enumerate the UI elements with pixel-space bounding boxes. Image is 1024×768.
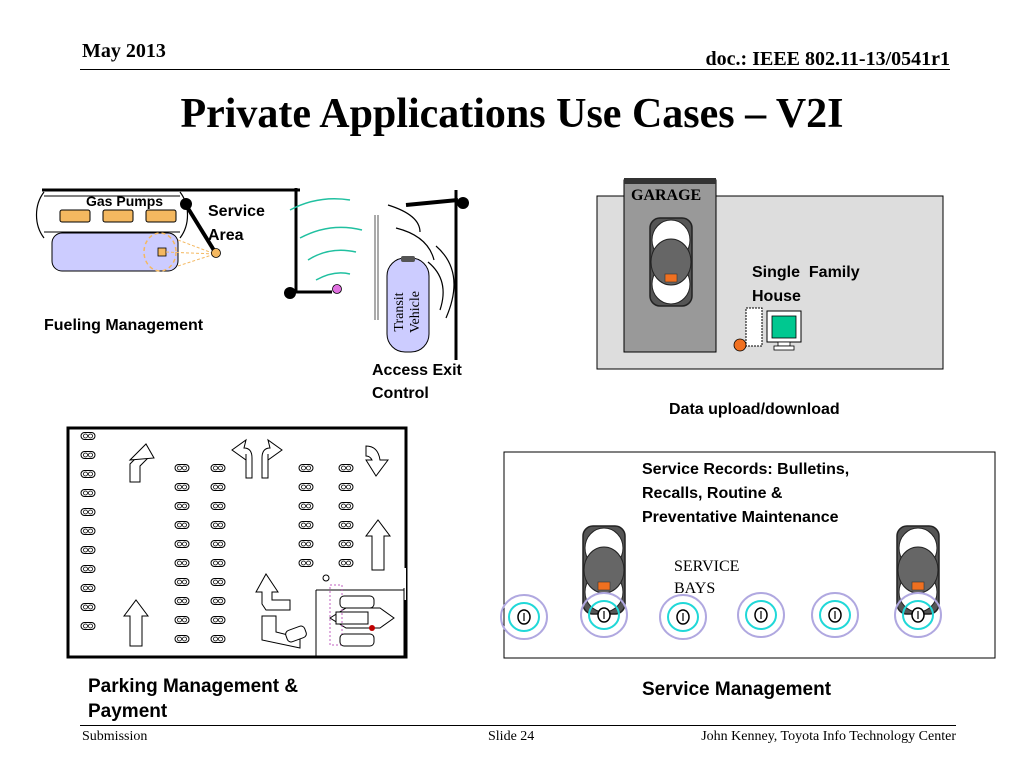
data-upload-caption: Data upload/download xyxy=(669,401,840,418)
service-records-line2: Recalls, Routine & xyxy=(642,485,783,502)
parked-car xyxy=(210,502,226,510)
parked-car xyxy=(80,489,96,497)
parked-car xyxy=(298,521,314,529)
parked-car xyxy=(174,578,190,586)
fueling-management-caption: Fueling Management xyxy=(44,317,204,334)
parking-illustration xyxy=(66,426,408,659)
parking-caption-line1: Parking Management & xyxy=(88,676,299,697)
parked-car xyxy=(80,508,96,516)
parked-car xyxy=(338,483,354,491)
transit-vehicle-line2: Vehicle xyxy=(408,291,423,333)
parked-car xyxy=(80,584,96,592)
service-bays-line1: SERVICE xyxy=(674,558,740,575)
page-title: Private Applications Use Cases – V2I xyxy=(180,91,844,137)
parked-car xyxy=(174,559,190,567)
house-label-line1: Single Family xyxy=(752,264,860,281)
header-doc-id: doc.: IEEE 802.11-13/0541r1 xyxy=(705,48,950,70)
footer-slide-number: Slide 24 xyxy=(488,729,535,744)
header-date: May 2013 xyxy=(82,40,166,62)
house-label-line2: House xyxy=(752,288,801,305)
parked-car xyxy=(210,559,226,567)
parked-car xyxy=(298,464,314,472)
parked-car xyxy=(174,597,190,605)
footer-submission: Submission xyxy=(82,729,148,744)
parked-car xyxy=(174,540,190,548)
parked-car xyxy=(80,565,96,573)
parked-car xyxy=(338,521,354,529)
parked-car xyxy=(174,521,190,529)
parked-car xyxy=(80,470,96,478)
parked-car xyxy=(174,464,190,472)
service-illustration xyxy=(500,451,996,659)
transit-vehicle-label: Transit Vehicle xyxy=(392,272,424,352)
parked-car xyxy=(338,540,354,548)
gas-pumps-label: Gas Pumps xyxy=(86,193,164,209)
home-illustration xyxy=(596,178,944,370)
parked-car xyxy=(338,464,354,472)
parked-car xyxy=(210,635,226,643)
parked-car xyxy=(80,622,96,630)
parked-car xyxy=(298,502,314,510)
service-records-line1: Service Records: Bulletins, xyxy=(642,461,850,478)
parked-car xyxy=(174,635,190,643)
service-bays-line2: BAYS xyxy=(674,580,716,597)
parked-car xyxy=(210,578,226,586)
parked-car xyxy=(80,451,96,459)
parked-car xyxy=(174,483,190,491)
service-area-label-line1: Service xyxy=(208,203,265,220)
parked-car xyxy=(80,527,96,535)
parked-car xyxy=(210,597,226,605)
service-records-line3: Preventative Maintenance xyxy=(642,509,839,526)
parked-car xyxy=(80,546,96,554)
parked-car xyxy=(338,502,354,510)
fueling-illustration xyxy=(35,188,300,272)
parked-car xyxy=(210,616,226,624)
parked-car xyxy=(338,559,354,567)
parked-car xyxy=(80,603,96,611)
parked-car xyxy=(210,483,226,491)
header-divider xyxy=(80,69,950,70)
parked-car xyxy=(210,464,226,472)
service-management-caption: Service Management xyxy=(642,679,832,700)
service-area-label-line2: Area xyxy=(208,227,244,244)
parked-car xyxy=(80,432,96,440)
parked-car xyxy=(298,559,314,567)
access-control-illustration xyxy=(284,188,469,360)
parked-car xyxy=(210,540,226,548)
parked-car xyxy=(174,502,190,510)
footer-divider xyxy=(80,725,956,726)
parking-caption-line2: Payment xyxy=(88,701,168,722)
access-exit-caption-line1: Access Exit xyxy=(372,362,462,379)
parked-car xyxy=(210,521,226,529)
footer-author: John Kenney, Toyota Info Technology Cent… xyxy=(701,729,956,744)
access-exit-caption-line2: Control xyxy=(372,385,429,402)
parked-car xyxy=(298,483,314,491)
transit-vehicle-line1: Transit xyxy=(392,292,407,332)
parked-car xyxy=(174,616,190,624)
parked-car xyxy=(298,540,314,548)
garage-label: GARAGE xyxy=(631,187,702,204)
